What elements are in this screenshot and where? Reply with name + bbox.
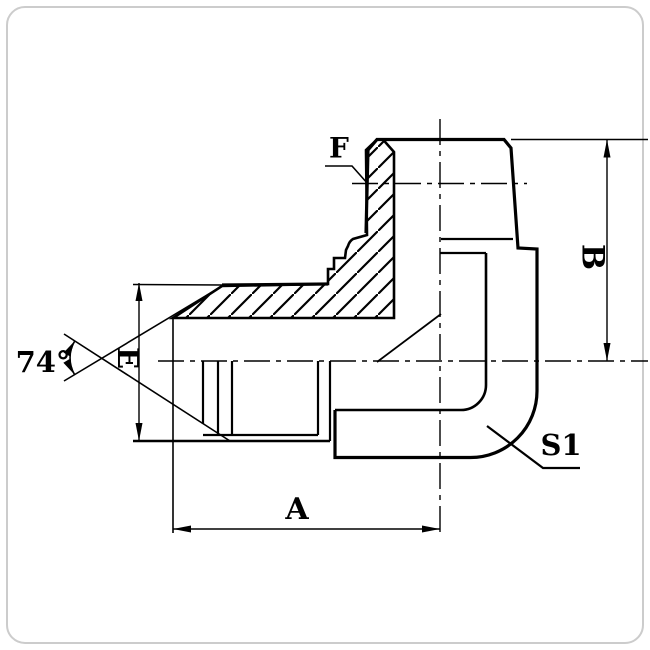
body-outline xyxy=(221,137,539,460)
arrow-b-top xyxy=(603,139,611,158)
label-length-a: A xyxy=(284,492,309,527)
bore-inner-corner xyxy=(335,253,488,412)
cone-line-upper xyxy=(63,285,223,382)
arrow-angle-top xyxy=(63,340,75,357)
cone-line-lower xyxy=(63,333,231,442)
arrowheads xyxy=(63,139,611,533)
labels: F 74° E B A S1 xyxy=(16,132,611,528)
label-wrench-s1: S1 xyxy=(540,428,581,462)
arrow-e-bottom xyxy=(135,423,143,441)
cone-construction xyxy=(63,285,231,442)
label-height-b: B xyxy=(575,244,611,270)
label-cone-angle: 74° xyxy=(16,345,71,379)
image-border xyxy=(6,6,644,644)
arrow-angle-bottom xyxy=(63,359,75,375)
dimensions xyxy=(69,138,648,533)
label-flare-e: E xyxy=(111,347,145,369)
top-port-left-edge xyxy=(364,149,370,234)
leader-s1 xyxy=(486,425,580,470)
leader-f xyxy=(325,165,369,185)
crest-extension-top xyxy=(132,283,223,286)
arrow-a-right xyxy=(422,525,440,533)
side-port-top-crest xyxy=(221,282,329,287)
arrow-b-bottom xyxy=(603,343,611,361)
arrow-e-top xyxy=(135,283,143,301)
arrow-a-left xyxy=(173,525,191,533)
side-port-thread xyxy=(132,283,332,443)
outer-profile xyxy=(333,137,539,460)
internal-bore xyxy=(335,237,513,412)
label-thread-f: F xyxy=(329,132,349,165)
leaders xyxy=(325,165,580,470)
bore-intersection-line xyxy=(376,313,442,363)
centerlines xyxy=(158,119,648,538)
